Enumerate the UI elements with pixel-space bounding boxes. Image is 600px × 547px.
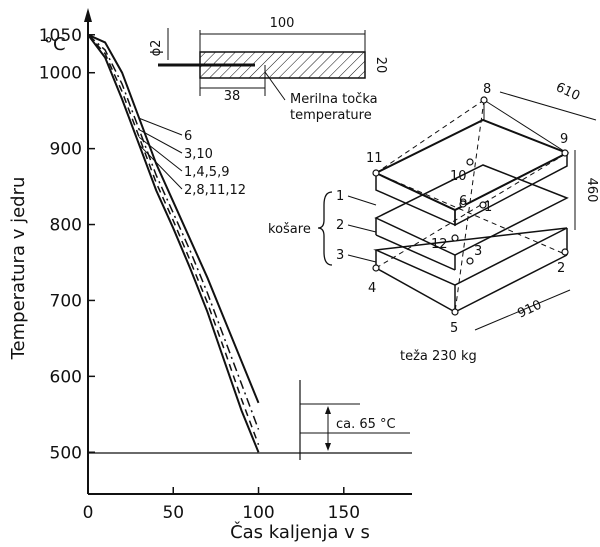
svg-text:ϕ2: ϕ2 xyxy=(149,40,164,57)
svg-text:košare: košare xyxy=(268,222,311,237)
y-tick-label: 1050 xyxy=(39,26,82,46)
curve-2-8-11-12 xyxy=(87,34,260,453)
svg-text:teža 230 kg: teža 230 kg xyxy=(400,349,477,364)
curve-label: 1,4,5,9 xyxy=(184,165,229,180)
difference-bracket: ca. 65 °C xyxy=(299,380,410,460)
svg-text:11: 11 xyxy=(366,151,383,166)
curve-label-leader xyxy=(138,129,183,154)
svg-text:1: 1 xyxy=(484,200,492,215)
svg-text:2: 2 xyxy=(336,218,344,233)
curve-label-leader xyxy=(138,144,183,190)
x-ticks: 0 50 100 150 xyxy=(83,487,360,523)
y-tick-label: 900 xyxy=(50,140,82,160)
svg-text:5: 5 xyxy=(450,321,458,336)
axes xyxy=(84,8,412,495)
svg-text:temperature: temperature xyxy=(290,108,372,123)
svg-text:610: 610 xyxy=(553,80,582,104)
svg-text:12: 12 xyxy=(431,237,448,252)
svg-text:20: 20 xyxy=(373,57,388,74)
y-tick-label: 1000 xyxy=(39,64,82,84)
y-ticks: 500 600 700 800 900 1000 1050 xyxy=(39,26,95,463)
svg-text:4: 4 xyxy=(368,281,376,296)
y-tick-label: 800 xyxy=(50,216,82,236)
curve-label: 6 xyxy=(184,129,192,144)
curve-labels: 6 3,10 1,4,5,9 2,8,11,12 xyxy=(138,117,246,198)
svg-text:3: 3 xyxy=(474,244,482,259)
x-tick-label: 150 xyxy=(328,503,360,523)
y-tick-label: 600 xyxy=(50,367,82,387)
svg-text:10: 10 xyxy=(450,169,467,184)
y-tick-label: 500 xyxy=(50,443,82,463)
difference-label: ca. 65 °C xyxy=(336,417,396,432)
probe-sketch: 100 38 ϕ2 20 Merilna točka temperature xyxy=(149,16,388,123)
y-tick-label: 700 xyxy=(50,291,82,311)
y-axis-arrow xyxy=(84,8,92,22)
svg-text:2: 2 xyxy=(557,261,565,276)
curve-label: 3,10 xyxy=(184,147,213,162)
y-unit-label: °C xyxy=(44,34,66,55)
svg-text:8: 8 xyxy=(483,82,491,97)
x-tick-label: 100 xyxy=(242,503,274,523)
curve-label-leader xyxy=(138,117,183,136)
svg-text:38: 38 xyxy=(224,89,241,104)
svg-text:1: 1 xyxy=(336,189,344,204)
curves xyxy=(87,33,260,453)
svg-text:Merilna točka: Merilna točka xyxy=(290,92,378,107)
x-tick-label: 50 xyxy=(162,503,184,523)
curve-label-leader xyxy=(138,136,183,172)
x-axis-title: Čas kaljenja v s xyxy=(230,521,370,543)
svg-text:100: 100 xyxy=(270,16,295,31)
x-tick-label: 0 xyxy=(83,503,94,523)
y-axis-title: Temperatura v jedru xyxy=(8,177,29,361)
curve-label: 2,8,11,12 xyxy=(184,183,246,198)
svg-text:6: 6 xyxy=(459,194,467,209)
curve-6 xyxy=(87,33,260,404)
svg-text:460: 460 xyxy=(584,178,599,203)
svg-text:910: 910 xyxy=(515,298,544,322)
svg-text:3: 3 xyxy=(336,248,344,263)
curve-1-4-5-9 xyxy=(87,34,260,445)
svg-text:9: 9 xyxy=(560,132,568,147)
